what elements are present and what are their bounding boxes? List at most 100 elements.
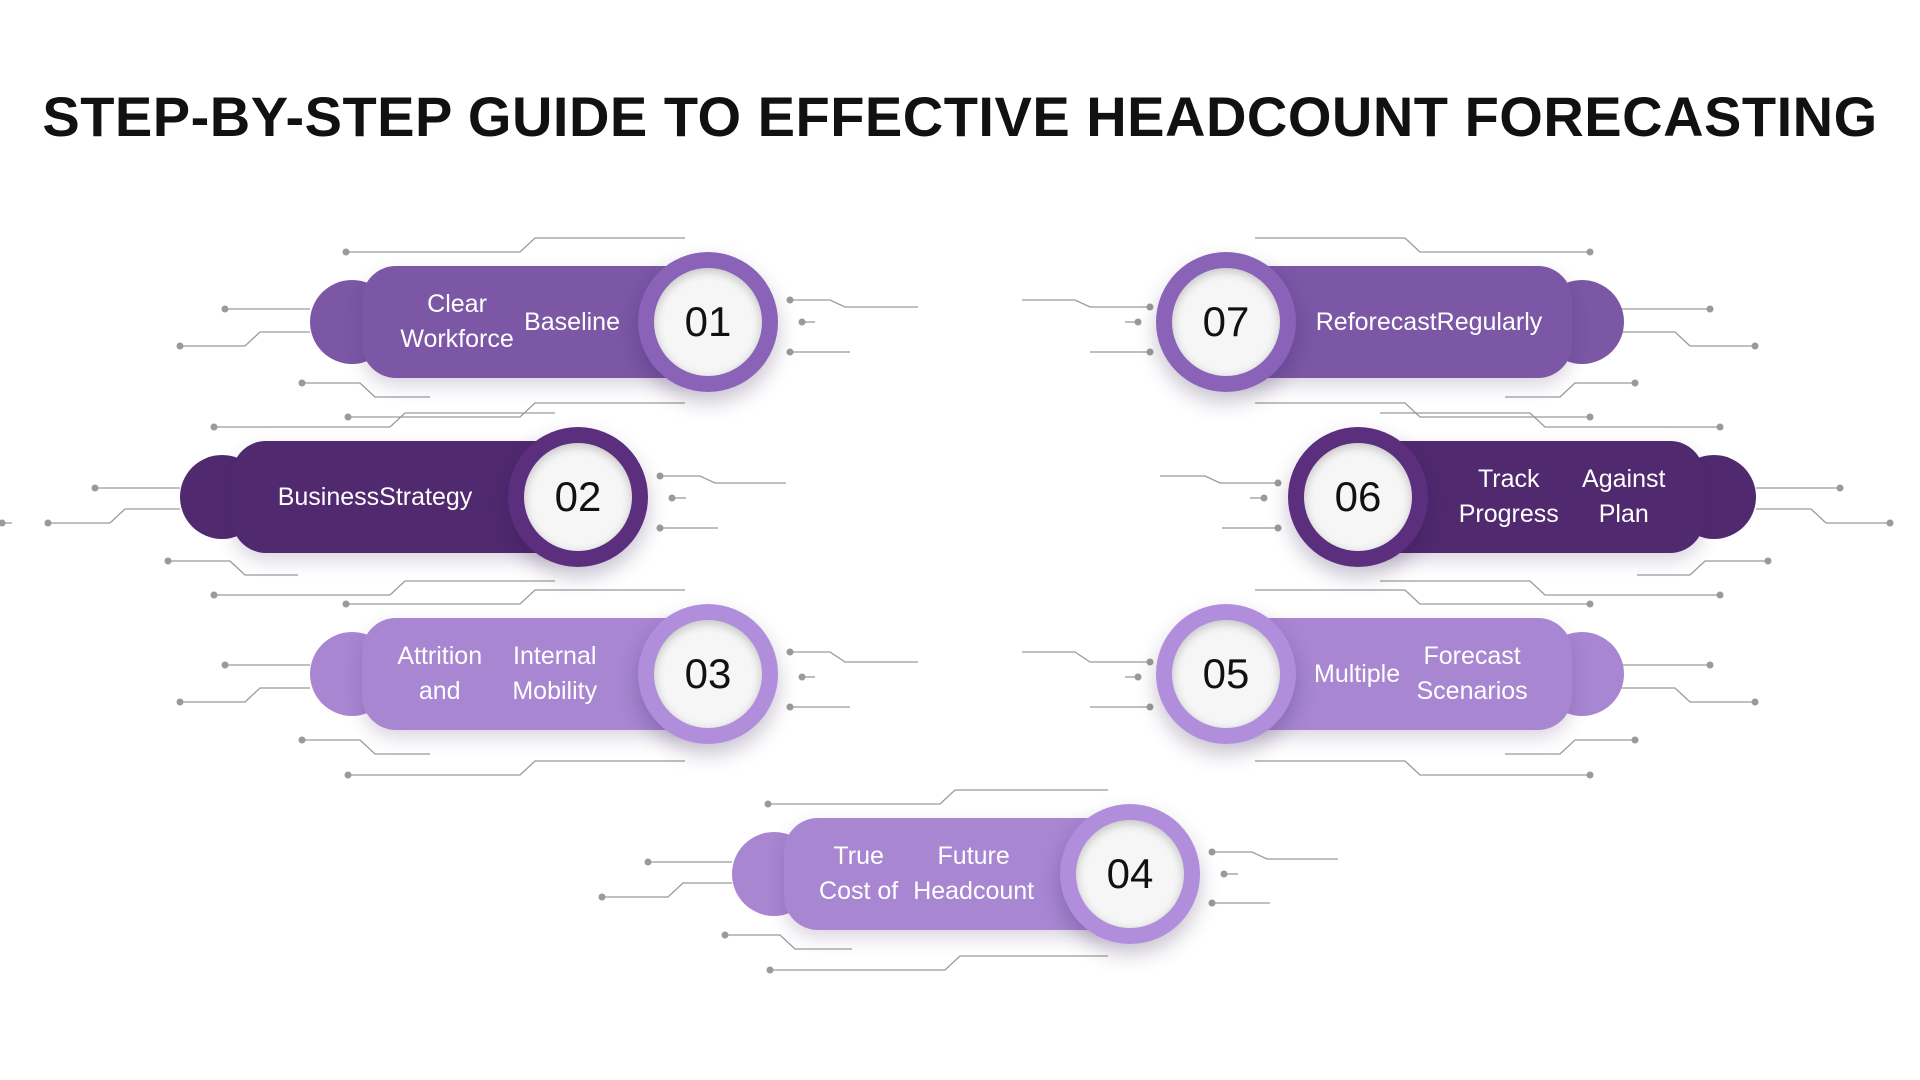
step-02-ring: 02: [508, 427, 648, 567]
circuit-node: [1586, 248, 1594, 256]
step-02-number: 02: [524, 443, 632, 551]
step-04-ring: 04: [1060, 804, 1200, 944]
circuit-node: [1751, 342, 1759, 350]
circuit-node: [1631, 379, 1639, 387]
circuit-node: [221, 661, 229, 669]
step-07-label-line-1: Reforecast: [1315, 307, 1437, 336]
step-04: True Cost of Future Headcount 04: [732, 804, 1212, 944]
step-07-label: Reforecast Regularly: [1314, 266, 1544, 378]
circuit-node: [344, 771, 352, 779]
step-01-label: Clear Workforce Baseline: [390, 266, 620, 378]
step-01-label-line-1: Clear Workforce: [400, 290, 514, 353]
circuit-trace: [1160, 475, 1278, 484]
circuit-trace: [1255, 589, 1590, 605]
circuit-node: [210, 591, 218, 599]
circuit-trace: [214, 412, 555, 428]
step-02-label-line-1: Business: [277, 482, 380, 511]
circuit-trace: [180, 687, 310, 703]
circuit-trace: [1756, 508, 1890, 524]
circuit-trace: [1255, 760, 1590, 776]
step-07-number: 07: [1172, 268, 1280, 376]
step-01-label-line-2: Baseline: [524, 307, 620, 336]
circuit-node: [1146, 703, 1154, 711]
step-01: Clear Workforce Baseline 01: [310, 252, 790, 392]
circuit-node: [176, 698, 184, 706]
step-07-ring: 07: [1156, 252, 1296, 392]
circuit-node: [1274, 479, 1282, 487]
circuit-trace: [214, 580, 555, 596]
circuit-node: [786, 648, 794, 656]
circuit-node: [342, 600, 350, 608]
step-01-number: 01: [654, 268, 762, 376]
circuit-trace: [1620, 687, 1755, 703]
circuit-node: [786, 703, 794, 711]
circuit-node: [1134, 673, 1142, 681]
circuit-node: [656, 524, 664, 532]
step-05-label-line-1: Multiple: [1314, 659, 1401, 688]
circuit-node: [342, 248, 350, 256]
step-05-number: 05: [1172, 620, 1280, 728]
step-04-number: 04: [1076, 820, 1184, 928]
step-06-label-line-2: Against Plan: [1582, 465, 1666, 528]
circuit-node: [1274, 524, 1282, 532]
circuit-node: [1208, 899, 1216, 907]
circuit-node: [644, 858, 652, 866]
circuit-trace: [1022, 299, 1150, 308]
circuit-trace: [1380, 412, 1720, 428]
circuit-trace: [346, 237, 685, 253]
step-05-label: Multiple Forecast Scenarios: [1314, 618, 1544, 730]
step-02-label-line-2: Strategy: [379, 482, 473, 511]
circuit-trace: [48, 508, 180, 524]
circuit-node: [1586, 413, 1594, 421]
circuit-node: [1134, 318, 1142, 326]
circuit-trace: [346, 589, 685, 605]
circuit-node: [721, 931, 729, 939]
step-03-ring: 03: [638, 604, 778, 744]
circuit-node: [1208, 848, 1216, 856]
circuit-node: [1706, 305, 1714, 313]
circuit-node: [1586, 771, 1594, 779]
step-04-label: True Cost of Future Headcount: [812, 818, 1042, 930]
step-02: Business Strategy 02: [180, 427, 660, 567]
step-06-label-line-1: Track Progress: [1458, 465, 1559, 528]
circuit-node: [176, 342, 184, 350]
step-03-label: Attrition and Internal Mobility: [390, 618, 620, 730]
step-03: Attrition and Internal Mobility 03: [310, 604, 790, 744]
circuit-node: [1836, 484, 1844, 492]
circuit-trace: [602, 882, 732, 898]
step-05-label-line-2: Forecast Scenarios: [1416, 642, 1528, 705]
circuit-node: [1220, 870, 1228, 878]
circuit-trace: [1380, 580, 1720, 596]
circuit-node: [1751, 698, 1759, 706]
circuit-node: [1631, 736, 1639, 744]
circuit-node: [1716, 591, 1724, 599]
circuit-trace: [790, 651, 918, 663]
circuit-node: [786, 296, 794, 304]
circuit-trace: [1255, 237, 1590, 253]
step-04-label-line-1: True Cost of: [819, 842, 899, 905]
circuit-node: [1886, 519, 1894, 527]
circuit-node: [1706, 661, 1714, 669]
circuit-trace: [1255, 402, 1590, 418]
circuit-node: [0, 519, 6, 527]
circuit-node: [656, 472, 664, 480]
circuit-node: [44, 519, 52, 527]
circuit-trace: [348, 760, 685, 776]
circuit-node: [786, 348, 794, 356]
circuit-trace: [1620, 331, 1755, 347]
circuit-trace: [1505, 739, 1635, 755]
circuit-trace: [302, 382, 430, 398]
circuit-node: [164, 557, 172, 565]
circuit-trace: [180, 331, 310, 347]
step-06: Track Progress Against Plan 06: [1276, 427, 1756, 567]
circuit-trace: [1637, 560, 1768, 576]
circuit-trace: [1505, 382, 1635, 398]
circuit-node: [668, 494, 676, 502]
step-07: Reforecast Regularly 07: [1144, 252, 1624, 392]
step-01-ring: 01: [638, 252, 778, 392]
step-06-label: Track Progress Against Plan: [1446, 441, 1676, 553]
circuit-trace: [770, 955, 1108, 971]
circuit-node: [221, 305, 229, 313]
step-05-ring: 05: [1156, 604, 1296, 744]
